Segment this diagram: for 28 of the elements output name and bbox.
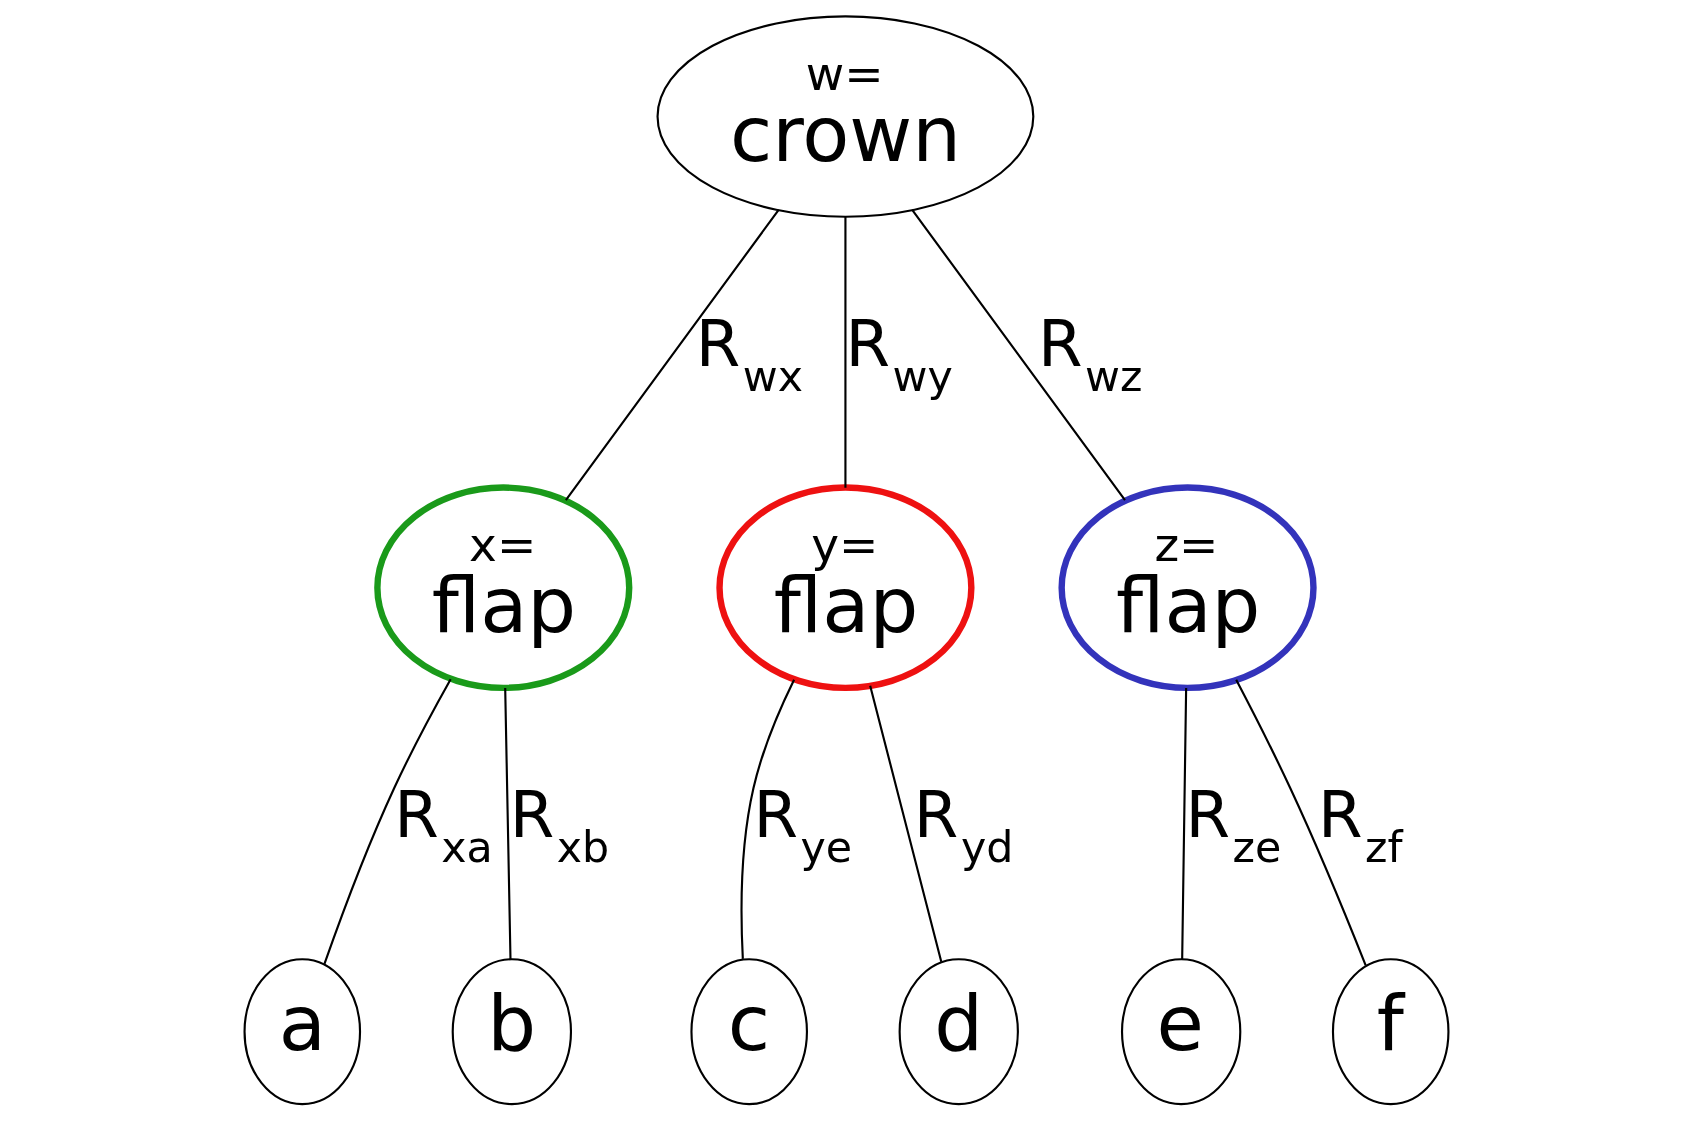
connector xyxy=(323,678,452,965)
edge-label: R$_{yd}$ xyxy=(913,777,1014,873)
node-ellipse: f xyxy=(1331,958,1450,1106)
edge-label: R$_{wy}$ xyxy=(845,306,953,402)
connector xyxy=(844,216,847,488)
connector xyxy=(1181,687,1188,960)
connector xyxy=(911,209,1126,501)
connector xyxy=(869,685,943,962)
edge-label: R$_{wx}$ xyxy=(695,306,804,402)
node-ellipse: z= flap xyxy=(1058,484,1317,692)
connector xyxy=(504,687,512,960)
edge-label: R$_{ye}$ xyxy=(753,777,853,873)
node-ellipse: x= flap xyxy=(374,484,633,692)
edge-label: R$_{ze}$ xyxy=(1185,777,1282,873)
connector xyxy=(740,679,796,959)
edge-label: R$_{wz}$ xyxy=(1037,306,1143,402)
connector xyxy=(565,209,780,501)
node-ellipse: b xyxy=(451,958,573,1106)
edge-label: R$_{zf}$ xyxy=(1318,777,1403,873)
node-ellipse: c xyxy=(690,958,808,1106)
edge-label: R$_{xa}$ xyxy=(394,777,493,873)
node-ellipse: e xyxy=(1120,958,1242,1106)
node-ellipse: a xyxy=(243,958,362,1106)
node-ellipse: y= flap xyxy=(716,484,975,692)
node-ellipse: w= crown xyxy=(656,15,1035,218)
edge-label: R$_{xb}$ xyxy=(509,777,610,873)
connector xyxy=(1235,679,1367,966)
node-ellipse: d xyxy=(898,958,1019,1106)
